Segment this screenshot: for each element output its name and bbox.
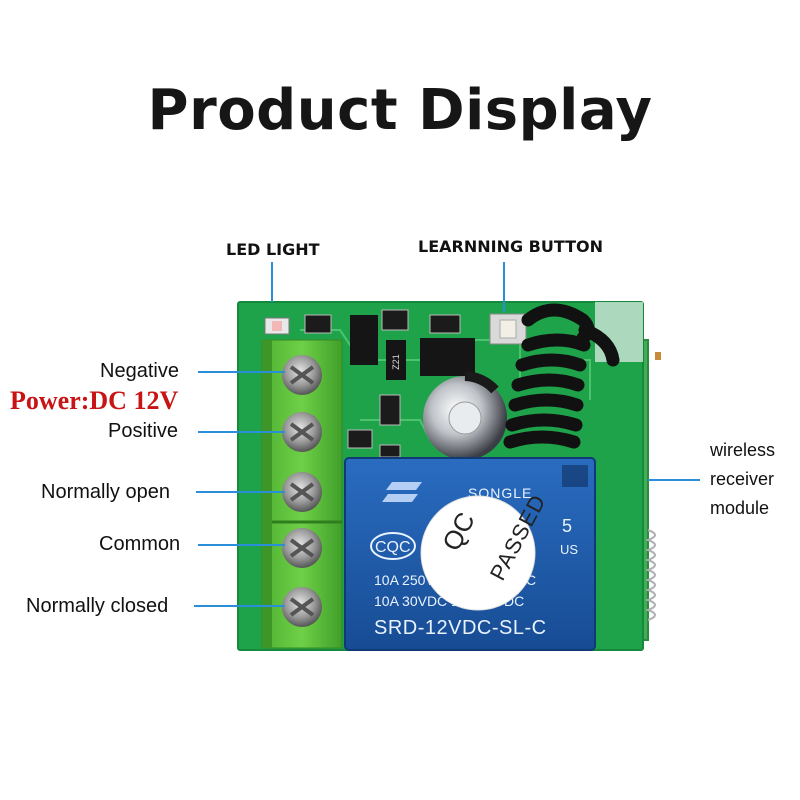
label-normally-closed: Normally closed — [26, 595, 169, 617]
label-wireless-module: wireless receiver module — [710, 436, 775, 523]
label-led-light: LED LIGHT — [226, 240, 320, 259]
label-normally-open: Normally open — [41, 481, 170, 503]
antenna-coil — [503, 303, 620, 449]
chip-mark: Z21 — [391, 354, 401, 370]
label-positive: Positive — [108, 420, 179, 442]
regulator-chip: Z21 — [350, 315, 475, 380]
page-title: Product Display — [147, 78, 653, 143]
led-light — [264, 317, 290, 335]
relay-model: SRD-12VDC-SL-C — [374, 617, 547, 639]
relay-cert-right-sub: US — [560, 542, 578, 557]
label-wireless-line-3: module — [710, 498, 770, 518]
relay-cert-left: CQC — [375, 539, 411, 556]
label-wireless-line-2: receiver — [710, 469, 775, 489]
learning-button[interactable] — [489, 313, 527, 345]
label-negative: Negative — [100, 360, 179, 382]
label-wireless-line-1: wireless — [710, 440, 776, 460]
label-learning-button: LEARNNING BUTTON — [418, 237, 604, 256]
label-common: Common — [99, 533, 181, 555]
label-power: Power:DC 12V — [10, 386, 179, 415]
capacitor — [423, 371, 507, 460]
product-photo: Z21 SONGLE CQC — [237, 301, 661, 651]
relay-cert-right: 5 — [562, 516, 572, 536]
terminal-screws — [282, 355, 322, 627]
